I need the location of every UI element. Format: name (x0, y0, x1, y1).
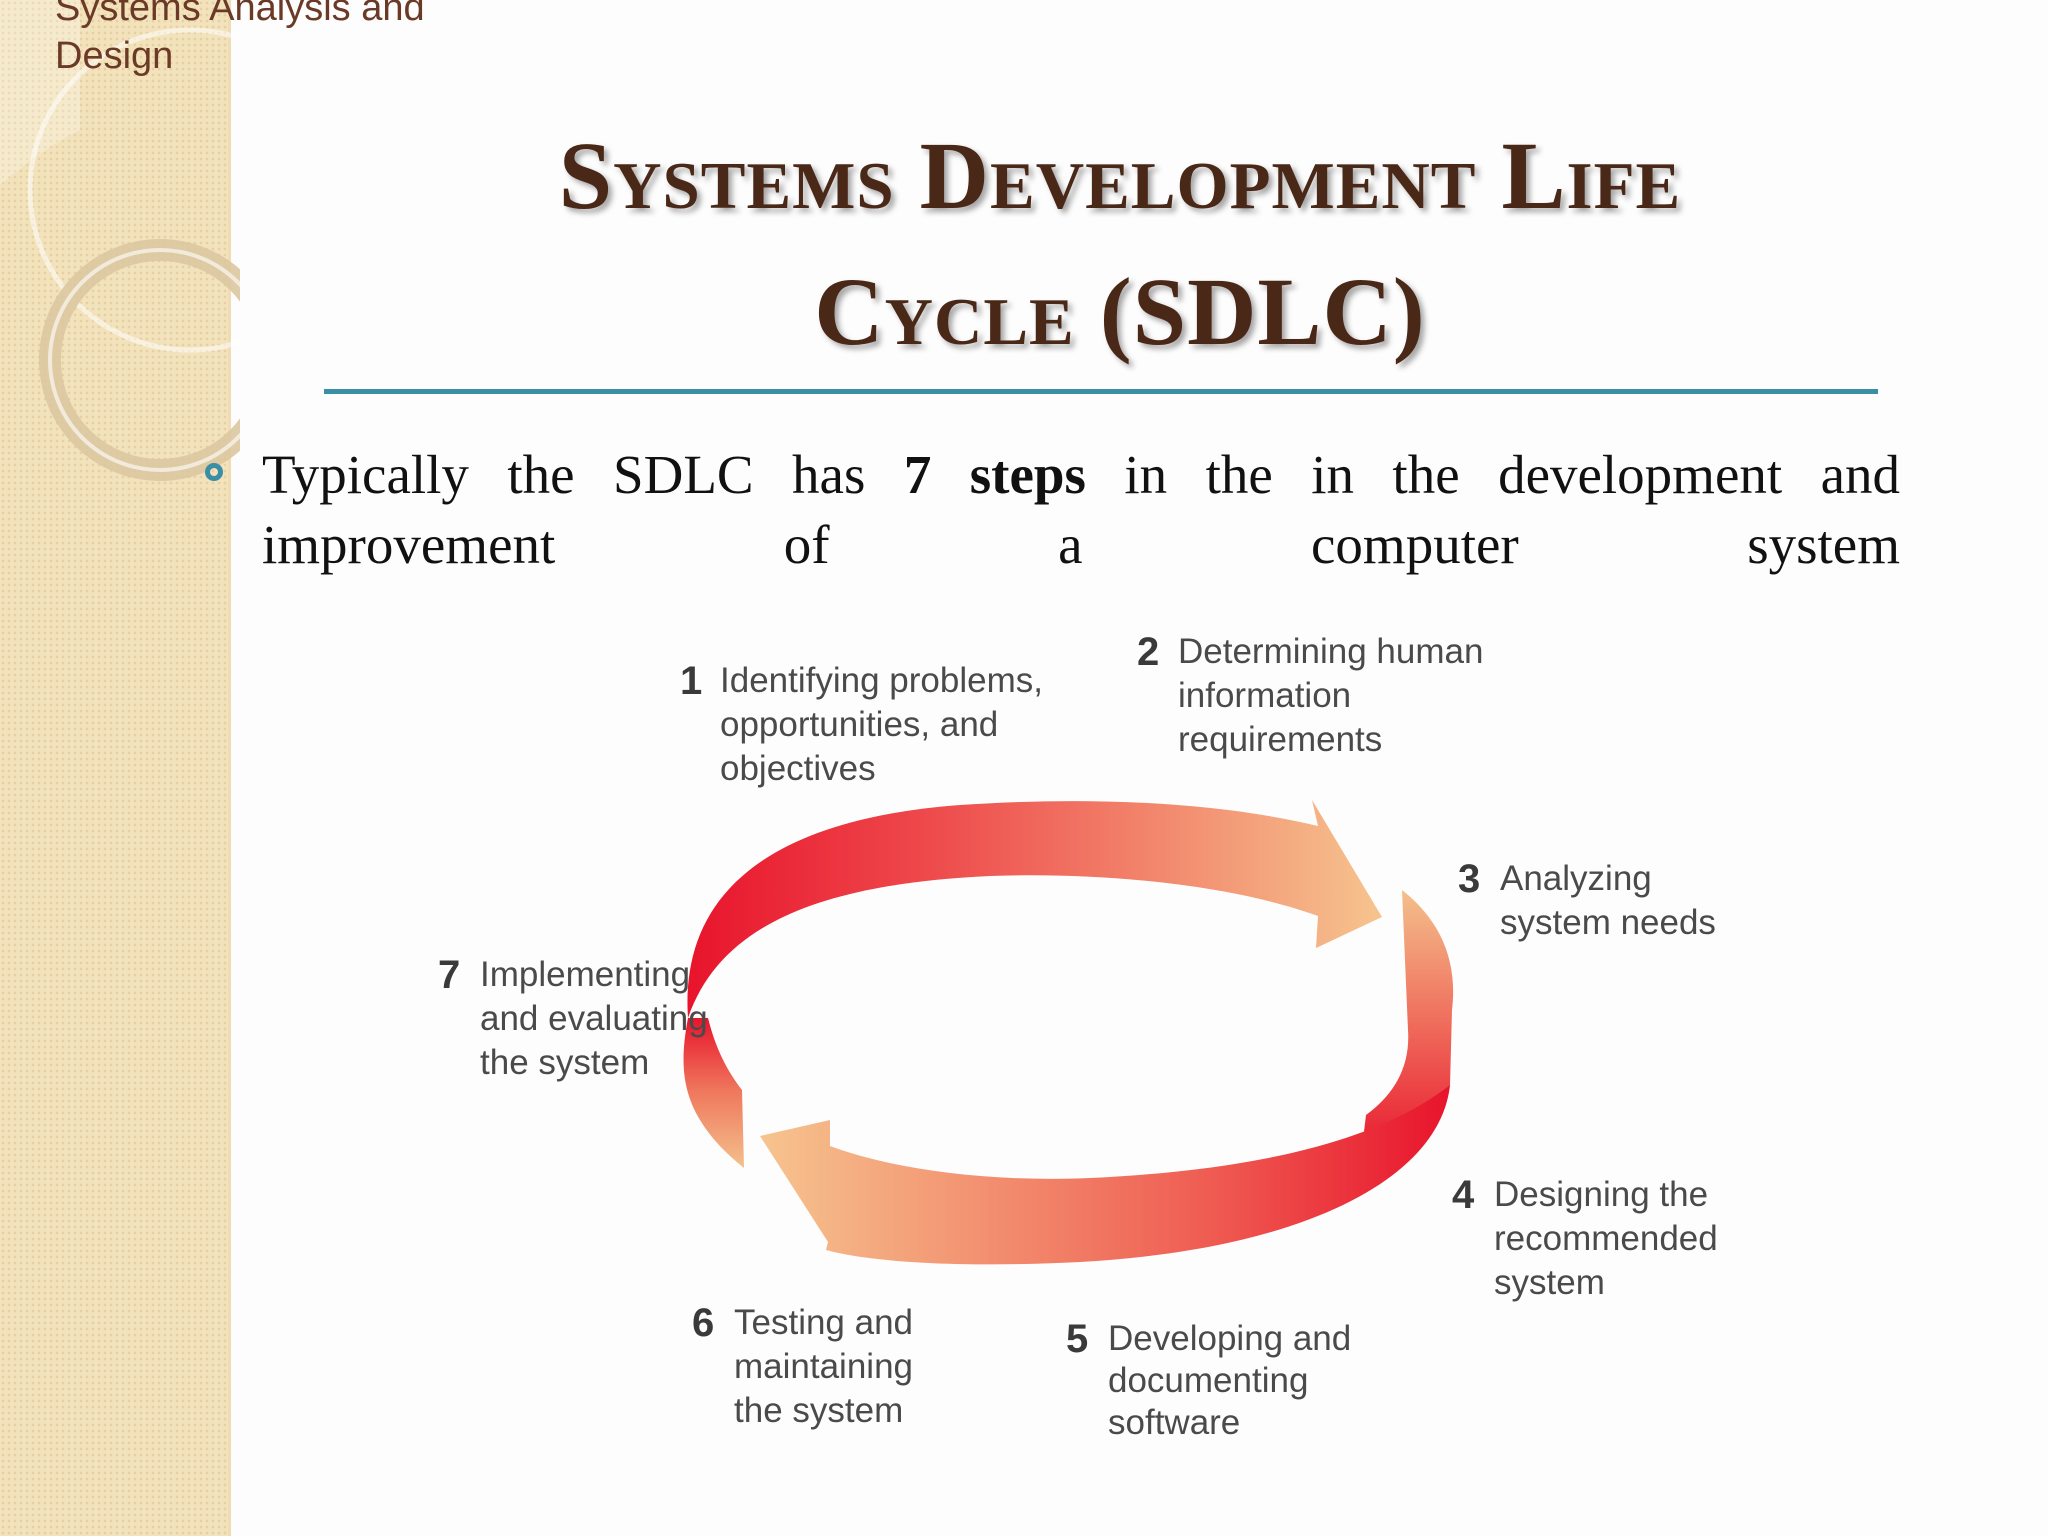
bullet-circle-icon (205, 463, 223, 481)
title-underline (324, 389, 1878, 394)
step-text-line: requirements (1178, 720, 1382, 759)
bullet-text-end: in the in the development and improvemen… (262, 444, 1901, 575)
step-number: 7 (438, 953, 460, 997)
slide-title: Systems Development Life Cycle (SDLC) (300, 108, 1940, 380)
step-text-line: Designing the (1494, 1175, 1708, 1214)
bullet-text-bold: 7 steps (903, 444, 1086, 505)
step-text-line: maintaining (734, 1347, 913, 1386)
bullet-text-start: Typically the SDLC has (262, 444, 904, 505)
step-number: 4 (1452, 1173, 1475, 1217)
step-label-5: 5 Developing and documenting software (1066, 1317, 1351, 1442)
step-label-1: 1 Identifying problems, opportunities, a… (680, 659, 1043, 788)
step-text-line: Implementing (480, 955, 690, 994)
step-text-line: Developing and (1108, 1319, 1351, 1358)
step-text-line: opportunities, and (720, 705, 998, 744)
cycle-arrow-top (687, 800, 1382, 1018)
step-text-line: Analyzing (1500, 859, 1652, 898)
presentation-header: Systems Analysis and Design (55, 0, 425, 77)
step-number: 1 (680, 659, 702, 703)
step-label-4: 4 Designing the recommended system (1452, 1173, 1718, 1302)
cycle-arrow-bottom (760, 1085, 1450, 1265)
step-text-line: software (1108, 1403, 1240, 1442)
cycle-band-left (683, 1018, 744, 1168)
step-text-line: the system (480, 1043, 649, 1082)
step-label-3: 3 Analyzing system needs (1458, 857, 1716, 942)
step-text-line: Testing and (734, 1303, 913, 1342)
step-number: 2 (1137, 630, 1159, 674)
step-text-line: system needs (1500, 903, 1716, 942)
step-text-line: the system (734, 1391, 903, 1430)
step-text-line: objectives (720, 749, 876, 788)
step-label-2: 2 Determining human information requirem… (1137, 630, 1483, 759)
slide-title-line-2: Cycle (SDLC) (814, 258, 1426, 365)
step-text-line: documenting (1108, 1361, 1308, 1400)
cycle-band-right (1360, 890, 1454, 1165)
step-text-line: and evaluating (480, 999, 708, 1038)
step-text-line: Identifying problems, (720, 661, 1043, 700)
step-text-line: information (1178, 676, 1351, 715)
step-text-line: Determining human (1178, 632, 1483, 671)
step-number: 5 (1066, 1317, 1088, 1361)
step-number: 3 (1458, 857, 1480, 901)
step-text-line: recommended (1494, 1219, 1718, 1258)
step-number: 6 (692, 1301, 714, 1345)
slide-title-line-1: Systems Development Life (558, 122, 1682, 229)
step-label-7: 7 Implementing and evaluating the system (438, 953, 708, 1082)
decorative-rings (0, 0, 240, 481)
bullet-text: Typically the SDLC has 7 steps in the in… (262, 440, 1900, 580)
step-label-6: 6 Testing and maintaining the system (692, 1301, 913, 1430)
step-text-line: system (1494, 1263, 1605, 1302)
